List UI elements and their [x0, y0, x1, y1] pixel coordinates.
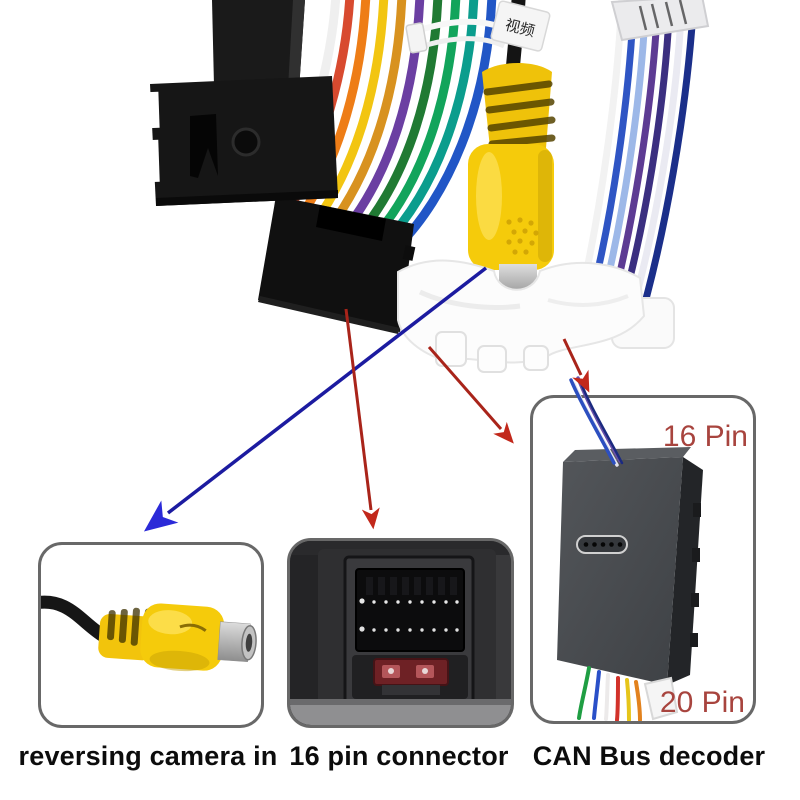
mini-fuse: [373, 658, 449, 695]
decoder-side-fins: [690, 503, 701, 647]
pin16-label: 16 Pin: [663, 420, 748, 453]
plug-key-tab: [316, 205, 386, 241]
can-decoder-box: [557, 447, 703, 685]
wire: [632, 0, 698, 338]
video-cable-tag: 视频: [490, 0, 551, 52]
quadlock-connector: [145, 0, 338, 206]
camera-cable: [41, 595, 112, 644]
quadlock-keyway: [190, 114, 218, 178]
tag-print-marks: [638, 0, 688, 31]
rca-ridges: [483, 80, 556, 148]
quadlock-stem: [212, 0, 305, 90]
rca-female-photo: [41, 595, 257, 672]
video-cable-tag-text: 视频: [503, 17, 536, 41]
caption-can-bus-decoder: CAN Bus decoder: [532, 741, 766, 771]
rca-video-plug: 视频: [468, 0, 556, 304]
decoder-led-dots: [583, 542, 623, 547]
wire: [393, 0, 497, 251]
cable-tie-buckle: [405, 22, 428, 54]
rca-female-socket-hole: [245, 633, 253, 652]
pin20-label: 20 Pin: [660, 686, 745, 719]
decoder-output-wires: [577, 666, 642, 721]
pin-row-top: [359, 598, 459, 604]
detail-box-reversing-camera: [38, 542, 264, 728]
quadlock-screw: [231, 127, 261, 157]
wire: [309, 0, 389, 229]
pin-comb: [366, 577, 457, 595]
decoder-front-face: [557, 457, 683, 685]
decoder-photo: 16 Pin 20 Pin: [557, 420, 748, 721]
photo-floor: [290, 705, 511, 725]
detail-box-16pin: [287, 538, 514, 728]
rca-knurl: [506, 217, 539, 255]
caption-reversing-camera: reversing camera in: [18, 741, 278, 771]
pin-row-bottom: [359, 626, 459, 632]
rca-female-connector: [98, 603, 257, 672]
wire: [323, 0, 407, 235]
detail-box-decoder: 16 Pin 20 Pin: [530, 395, 756, 724]
caption-16pin-connector: 16 pin connector: [289, 741, 509, 771]
decoder-plug-latch: [643, 676, 679, 721]
16pin-socket-photo: [290, 541, 511, 725]
cable-tag-right: [610, 0, 710, 42]
